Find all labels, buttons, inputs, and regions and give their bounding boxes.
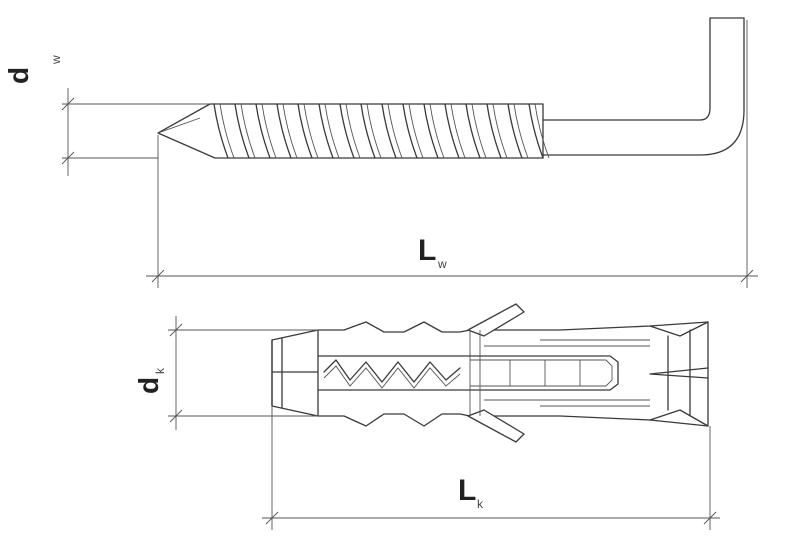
dimension-dw: d w	[3, 55, 210, 176]
thread-line-inner	[534, 103, 550, 159]
plug-channel-inner	[470, 359, 613, 387]
plug-collar	[271, 329, 319, 417]
hook-shank-outline	[542, 17, 745, 156]
thread-line	[423, 103, 439, 159]
plug-ribs	[484, 339, 650, 407]
thread-line	[276, 103, 292, 159]
dimension-lw: L w	[146, 20, 758, 288]
thread-line-inner	[408, 103, 424, 159]
dimension-lk: L k	[262, 406, 720, 530]
thread-line	[486, 103, 502, 159]
thread-line	[318, 103, 334, 159]
dk-tick-bottom	[169, 409, 183, 423]
lw-label: L	[418, 234, 436, 267]
thread-line	[402, 103, 418, 159]
dw-tick-top	[61, 97, 75, 111]
thread-line	[381, 103, 397, 159]
screw-tip-line	[157, 117, 201, 134]
thread-line	[360, 103, 376, 159]
thread-line	[255, 103, 271, 159]
dk-subscript: k	[153, 367, 167, 374]
thread-line	[297, 103, 313, 159]
thread-line-inner	[429, 103, 445, 159]
plug-zigzag-inner	[323, 365, 461, 389]
thread-line-inner	[387, 103, 403, 159]
thread-line-inner	[513, 103, 529, 159]
lk-tick-right	[703, 511, 717, 525]
plug-body-outline	[271, 321, 709, 427]
plug-channel	[317, 355, 619, 391]
lk-tick-left	[265, 511, 279, 525]
thread-line-inner	[282, 103, 298, 159]
wall-plug	[271, 303, 709, 443]
thread-line-inner	[261, 103, 277, 159]
plug-segment-lines	[469, 330, 581, 416]
thread-line	[507, 103, 523, 159]
dw-label: d	[3, 67, 34, 84]
thread-line-inner	[471, 103, 487, 159]
dimension-dk: d k	[133, 316, 318, 430]
thread-line-inner	[366, 103, 382, 159]
lw-subscript: w	[437, 257, 447, 271]
thread-line-inner	[450, 103, 466, 159]
thread-line	[528, 103, 544, 159]
lk-label: L	[458, 474, 476, 507]
dk-label: d	[133, 377, 164, 394]
lw-tick-right	[740, 269, 754, 283]
thread-line-inner	[345, 103, 361, 159]
thread-line	[465, 103, 481, 159]
thread-line-inner	[324, 103, 340, 159]
dk-tick-top	[169, 323, 183, 337]
thread-line-inner	[303, 103, 319, 159]
screw-hook	[157, 17, 745, 159]
plug-wing-top	[467, 303, 525, 337]
plug-wing-bottom	[467, 409, 525, 443]
lk-subscript: k	[477, 497, 484, 511]
plug-zigzag	[323, 359, 461, 383]
thread-line-inner	[219, 103, 235, 159]
plug-tip-fins	[649, 321, 709, 427]
thread-line-inner	[240, 103, 256, 159]
thread-line	[444, 103, 460, 159]
thread-line	[234, 103, 250, 159]
thread-line-inner	[492, 103, 508, 159]
screw-threads	[213, 103, 550, 159]
dw-subscript: w	[49, 55, 63, 65]
lw-tick-left	[151, 269, 165, 283]
thread-line	[339, 103, 355, 159]
thread-line	[213, 103, 229, 159]
dw-tick-bottom	[61, 151, 75, 165]
